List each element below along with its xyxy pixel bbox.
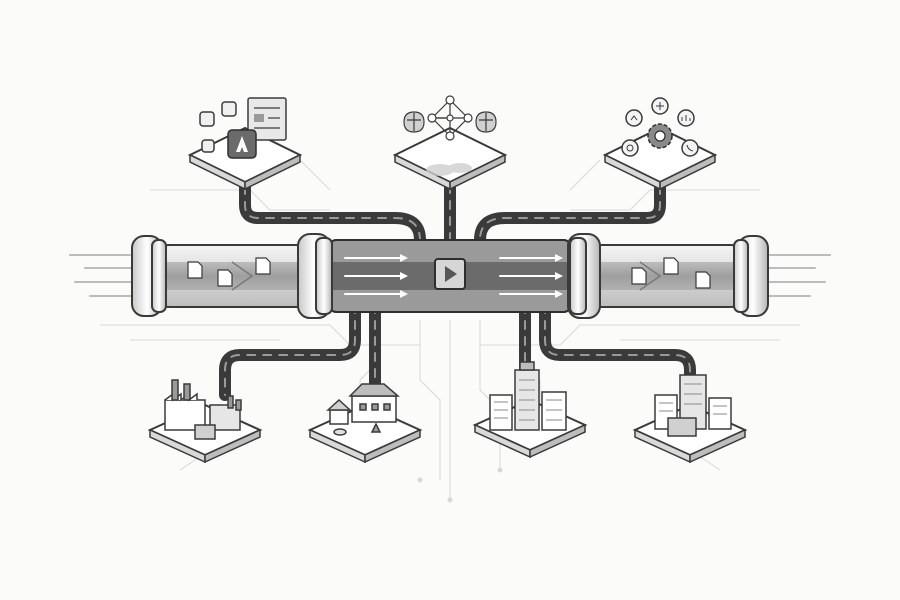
bottom-node-town [307, 383, 423, 464]
road-factory [219, 299, 361, 401]
factory-icon [164, 379, 242, 440]
road-apps [239, 164, 426, 246]
bottom-node-factory [147, 379, 263, 464]
top-node-services [602, 97, 718, 191]
brain-icon [475, 111, 497, 133]
window-icon [247, 97, 287, 141]
bottom-node-city [632, 374, 748, 464]
buildings-icon [654, 374, 732, 437]
road-city [539, 299, 696, 391]
share-icon [625, 109, 643, 127]
brain-icon [403, 111, 425, 133]
gear-icon [647, 123, 673, 149]
top-node-ai [392, 95, 508, 191]
main-pipeline [131, 233, 769, 319]
tile-icon [199, 101, 237, 153]
bottom-roads [219, 299, 696, 411]
road-services [474, 164, 666, 246]
bottom-node-downtown [472, 361, 588, 459]
phone-icon [681, 139, 699, 157]
neural-network-icon [427, 95, 473, 141]
document-icon [187, 257, 711, 289]
top-roads [239, 164, 666, 246]
top-node-apps [187, 97, 303, 191]
skyscraper-icon [489, 361, 567, 431]
adobe-icon [227, 129, 257, 159]
pipe-ring [131, 233, 769, 319]
motion-streaks [69, 254, 831, 297]
houses-icon [326, 383, 401, 436]
